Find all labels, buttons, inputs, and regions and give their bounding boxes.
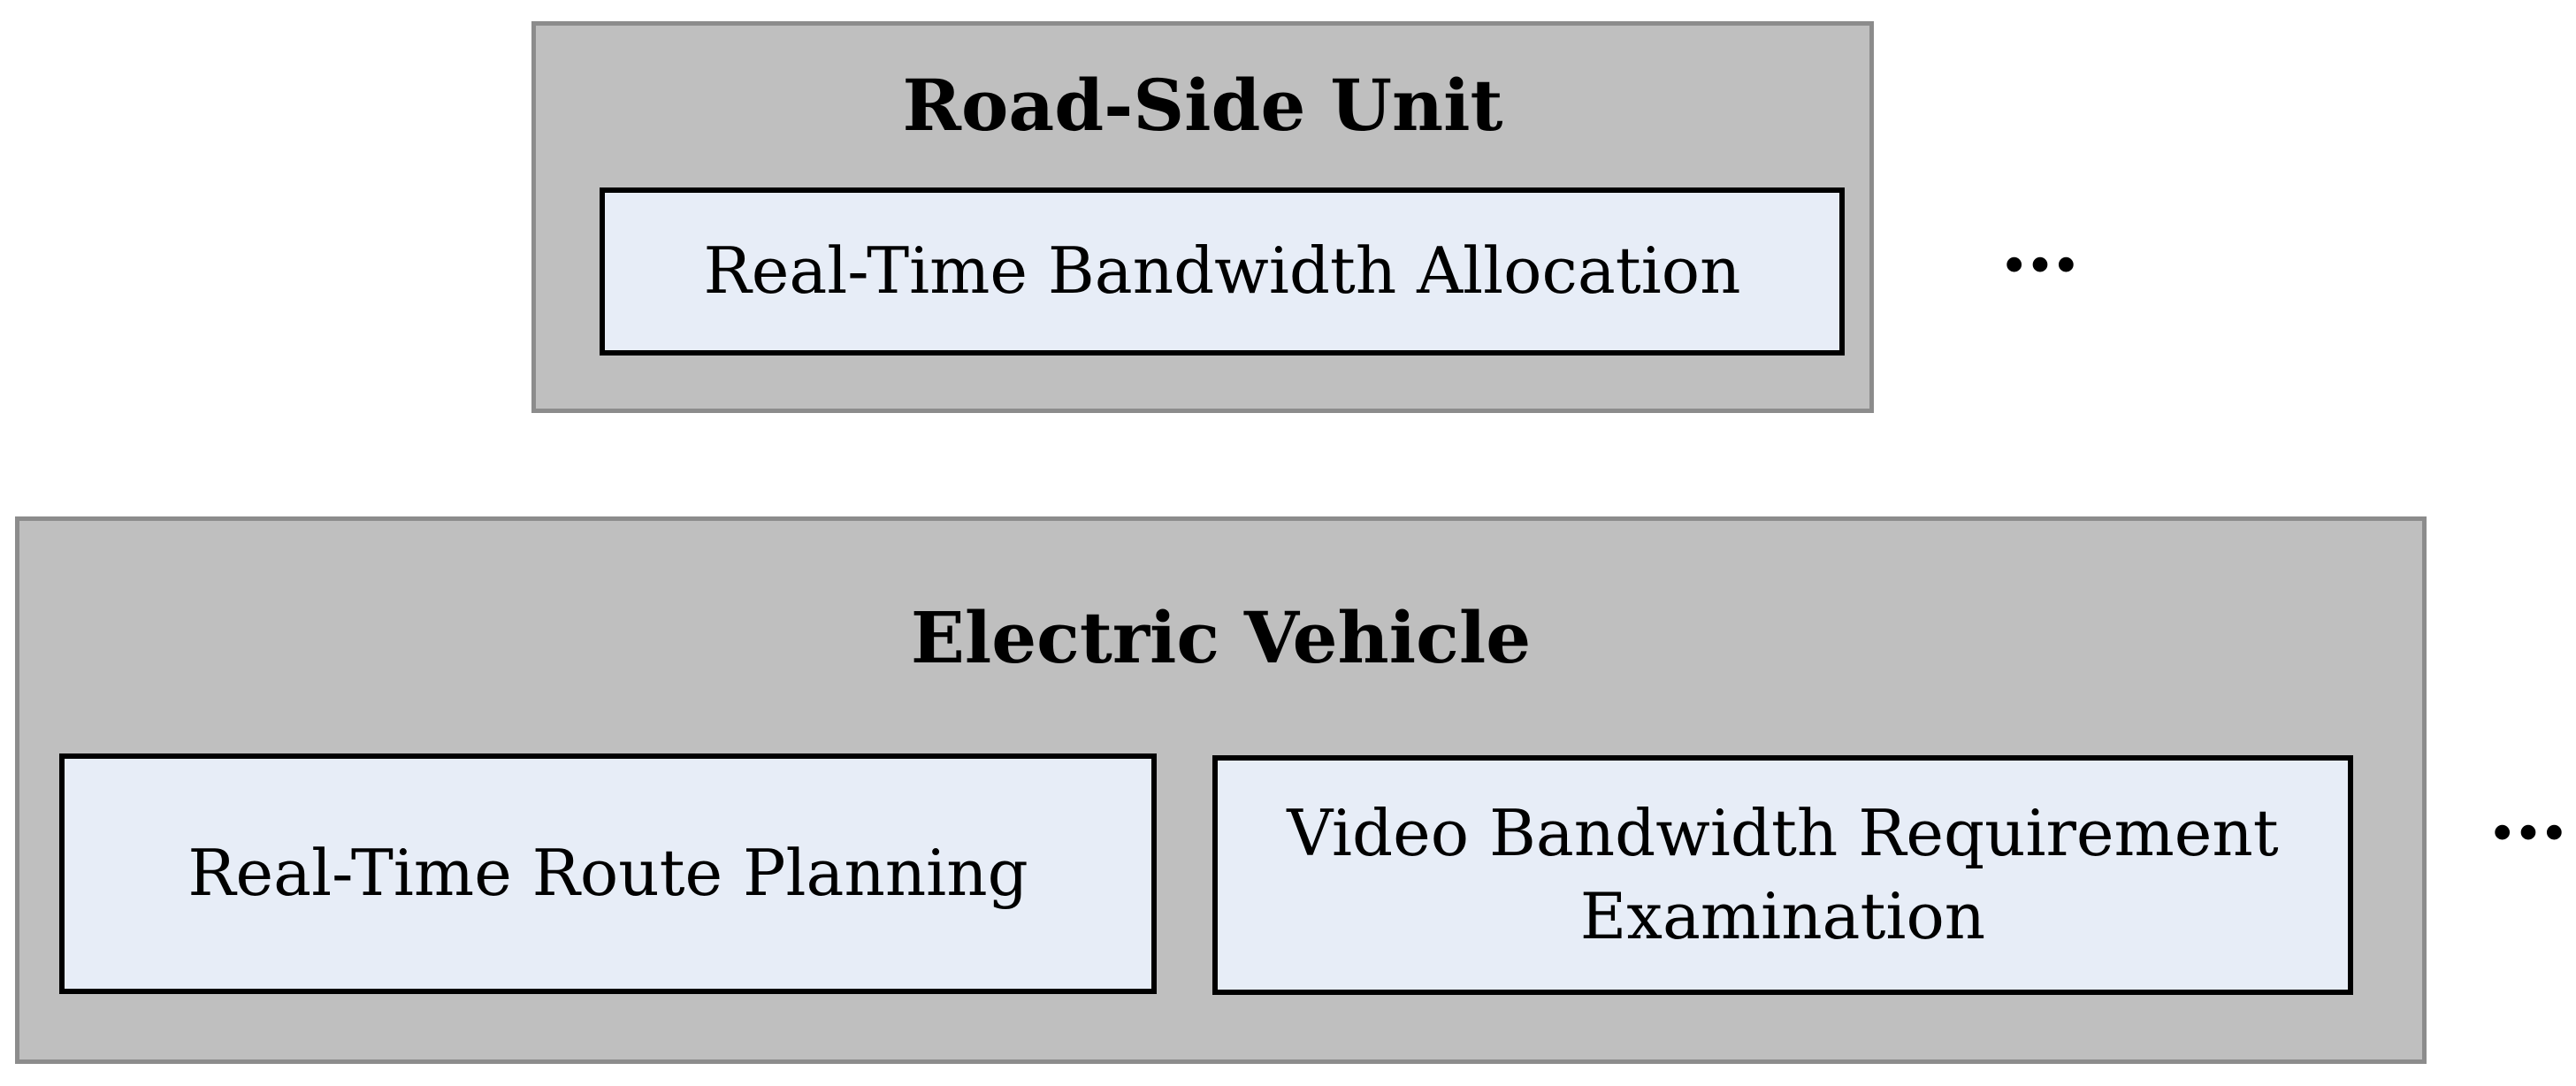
video-bandwidth-requirement-examination-module: Video Bandwidth Requirement Examination [1212, 755, 2353, 995]
road-side-unit-group: Road-Side Unit Real-Time Bandwidth Alloc… [531, 21, 1874, 413]
electric-vehicle-group: Electric Vehicle Real-Time Route Plannin… [15, 516, 2427, 1064]
module-label: Video Bandwidth Requirement Examination [1287, 795, 2279, 953]
real-time-route-planning-module: Real-Time Route Planning [59, 753, 1157, 994]
module-label: Real-Time Route Planning [187, 836, 1028, 911]
road-side-unit-more-ellipsis: … [2000, 196, 2080, 290]
electric-vehicle-more-ellipsis: … [2488, 764, 2568, 858]
real-time-bandwidth-allocation-module: Real-Time Bandwidth Allocation [600, 187, 1845, 356]
module-label: Real-Time Bandwidth Allocation [703, 233, 1741, 309]
electric-vehicle-title: Electric Vehicle [910, 596, 1532, 679]
road-side-unit-title: Road-Side Unit [902, 64, 1503, 147]
